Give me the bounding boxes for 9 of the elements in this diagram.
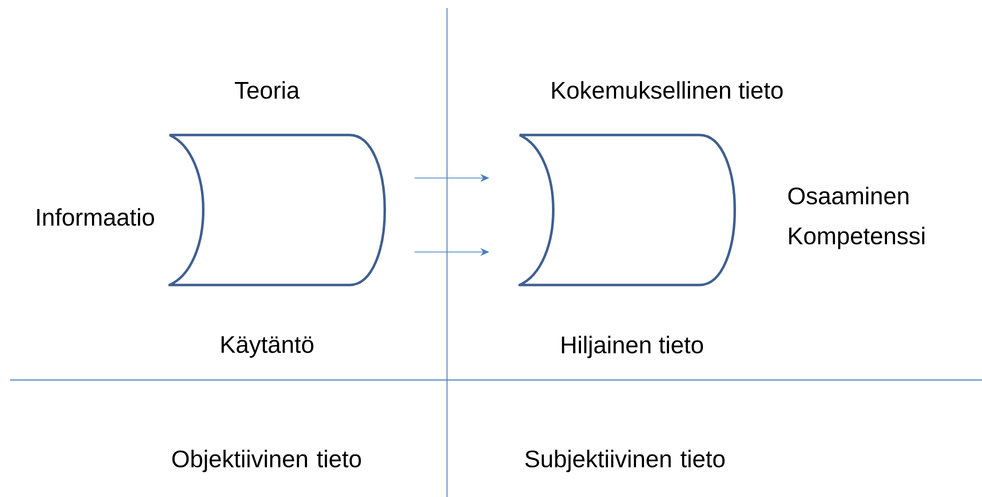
label: Kokemuksellinen tieto: [552, 81, 783, 99]
label: Osaaminen Kompetenssi: [788, 186, 924, 250]
label: Käytäntö: [222, 336, 314, 358]
label: Teoria: [234, 81, 300, 99]
cylinder-shape: [518, 134, 736, 286]
label: Hiljainen tieto: [562, 336, 703, 358]
label: Subjektiivinen tieto: [525, 450, 725, 472]
label: Objektiivinen tieto: [172, 450, 361, 472]
cylinder-shape: [168, 134, 386, 286]
